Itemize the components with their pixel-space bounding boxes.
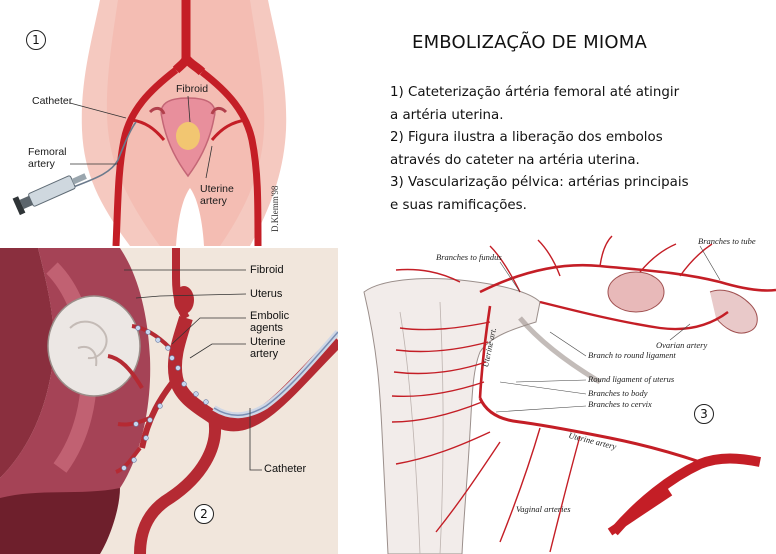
label-uterine-artery: Uterine artery <box>200 183 234 207</box>
label-embolic-agents: Embolic agents <box>250 310 290 334</box>
label-round-ligament: Round ligament of uterus <box>588 374 675 384</box>
label-catheter-2: Catheter <box>264 463 307 475</box>
figure2-illustration <box>0 248 338 554</box>
step-2: 2) Figura ilustra a liberação dos embolo… <box>390 130 663 168</box>
figure3-illustration <box>363 235 776 554</box>
illustrator-signature: D.Klemm'98 <box>270 185 280 232</box>
description: 1) Cateterização ártéria femoral até ati… <box>390 82 770 217</box>
label-branches-to-tube: Branches to tube <box>698 236 756 246</box>
label-catheter: Catheter <box>32 95 73 107</box>
figure2-number: 2 <box>194 504 214 524</box>
figure1-number: 1 <box>26 30 46 50</box>
figure1-illustration <box>12 0 287 246</box>
label-uterine-artery-2: Uterine artery <box>250 336 286 360</box>
label-branches-to-cervix: Branches to cervix <box>588 399 652 409</box>
figure-embolization: Fibroid Uterus Embolic agents Uterine ar… <box>0 248 338 554</box>
label-branches-to-body: Branches to body <box>588 388 648 398</box>
label-uterus: Uterus <box>250 288 283 300</box>
figure3-number: 3 <box>694 404 714 424</box>
label-vaginal-arteries: Vaginal arteries <box>516 504 571 514</box>
figure-pelvic-vascularization: Branches to fundus Branches to tube Ovar… <box>340 232 776 554</box>
label-femoral-artery: Femoral artery <box>28 146 67 170</box>
label-ovarian-artery: Ovarian artery <box>656 340 708 350</box>
figure-femoral-catheterization: 1 Catheter Femoral artery Fibroid Uterin… <box>0 0 300 246</box>
label-branches-to-fundus: Branches to fundus <box>436 252 502 262</box>
label-branch-to-round-ligament: Branch to round ligament <box>588 350 676 360</box>
label-fibroid-2: Fibroid <box>250 264 284 276</box>
label-fibroid: Fibroid <box>176 83 209 95</box>
step-3: 3) Vascularização pélvica: artérias prin… <box>390 175 689 213</box>
step-1: 1) Cateterização ártéria femoral até ati… <box>390 85 680 123</box>
page-title: EMBOLIZAÇÃO DE MIOMA <box>412 32 648 53</box>
